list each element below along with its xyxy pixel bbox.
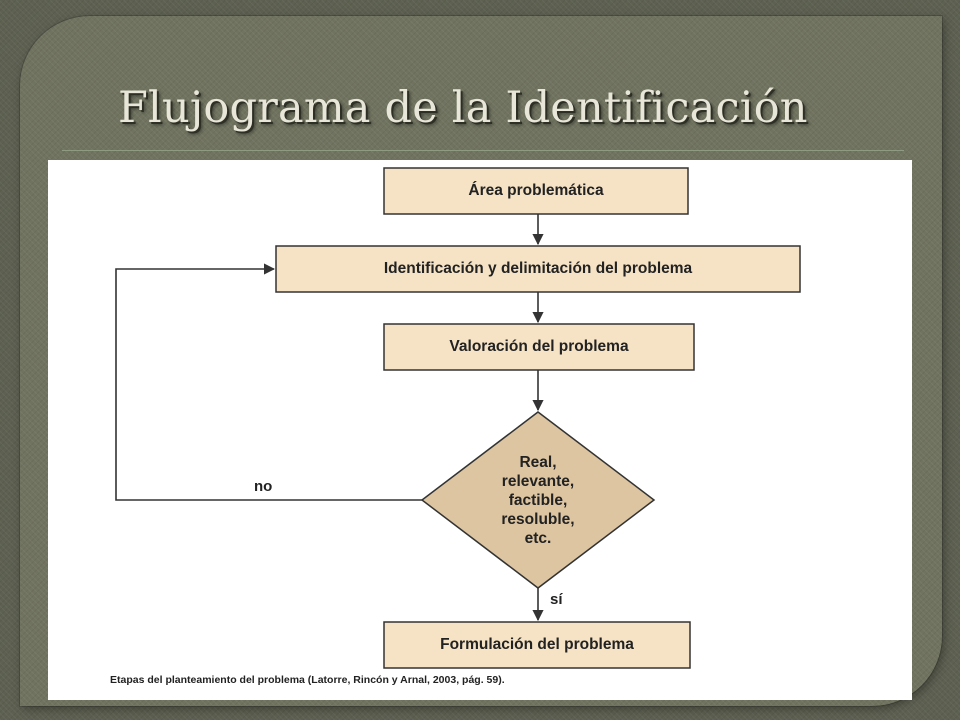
node-formulacion	[383, 621, 691, 669]
node-valoracion-label: Valoración del problema	[449, 338, 629, 355]
node-identificacion-label: Identificación y delimitación del proble…	[383, 260, 693, 277]
slide-title: Flujograma de la Identificación	[118, 83, 808, 133]
flowchart-diagram: Área problemática Identificación y delim…	[48, 160, 912, 700]
diagram-caption: Etapas del planteamiento del problema (L…	[110, 674, 505, 686]
flowchart-canvas	[115, 167, 801, 669]
node-formulacion-label: Formulación del problema	[440, 636, 634, 653]
node-area-problematica	[383, 167, 689, 215]
node-decision-label: Real, relevante, factible, resoluble, et…	[501, 453, 575, 547]
node-identificacion	[275, 245, 801, 293]
node-valoracion	[383, 323, 695, 371]
edge-decision-no-loop	[115, 263, 422, 501]
node-area-label: Área problemática	[468, 182, 604, 199]
edge-label-si: sí	[550, 591, 563, 608]
edge-label-no: no	[254, 478, 273, 495]
title-divider	[62, 150, 904, 151]
